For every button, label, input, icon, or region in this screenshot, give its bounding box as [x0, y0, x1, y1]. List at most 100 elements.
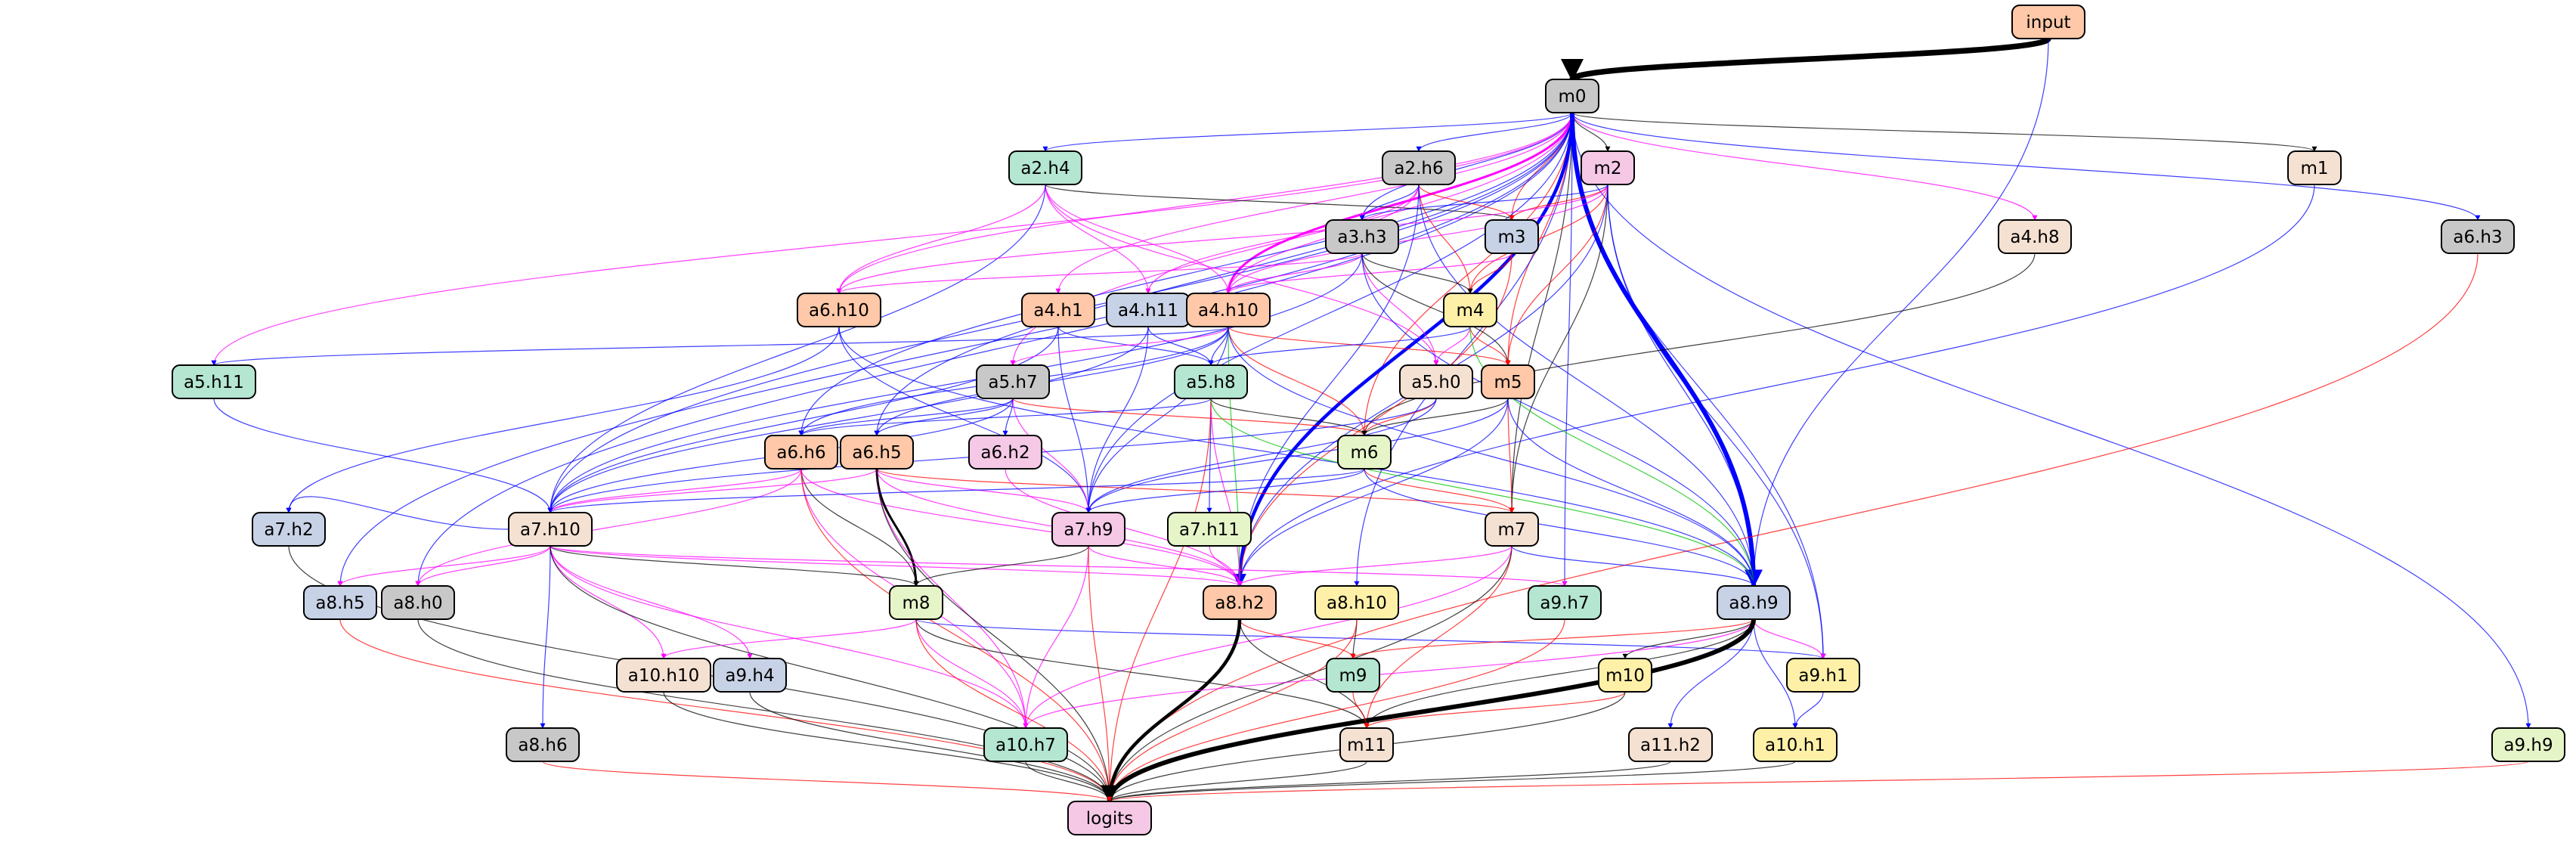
edge-a10-h1-to-logits	[1107, 761, 1796, 802]
node-m8[interactable]: m8	[889, 585, 943, 620]
node-box	[764, 435, 838, 470]
node-m5[interactable]: m5	[1481, 364, 1535, 399]
edge-m0-to-a8-h5	[337, 112, 1573, 587]
edge-a6-h10-to-a7-h2	[286, 326, 840, 513]
edge-m2-to-a4-h10	[1225, 184, 1608, 294]
node-a8-h0[interactable]: a8.h0	[381, 585, 455, 620]
edge-m8-to-a10-h10	[661, 618, 917, 659]
node-a4-h1[interactable]: a4.h1	[1021, 293, 1095, 327]
node-a10-h1[interactable]: a10.h1	[1753, 727, 1838, 762]
node-a4-h11[interactable]: a4.h11	[1106, 293, 1190, 327]
node-a8-h9[interactable]: a8.h9	[1717, 585, 1791, 620]
node-m4[interactable]: m4	[1443, 293, 1497, 327]
node-label: m6	[1350, 443, 1378, 463]
edge-a2-h4-to-a7-h10	[547, 184, 1046, 513]
edge-m0-to-a6-h6	[798, 112, 1573, 436]
node-a2-h4[interactable]: a2.h4	[1008, 150, 1082, 185]
edge-m4-to-a5-h8	[1208, 326, 1471, 366]
node-box	[1598, 658, 1652, 693]
node-input[interactable]: input	[2011, 5, 2085, 39]
node-a10-h7[interactable]: a10.h7	[983, 727, 1068, 762]
node-a9-h9[interactable]: a9.h9	[2491, 727, 2565, 762]
edge-a5-h8-to-a8-h9	[1210, 398, 1757, 587]
node-box	[1339, 727, 1394, 762]
node-a10-h10[interactable]: a10.h10	[616, 658, 711, 693]
node-label: input	[2026, 13, 2070, 33]
node-a6-h6[interactable]: a6.h6	[764, 435, 838, 470]
edge-m8-to-m11	[915, 618, 1370, 729]
node-a7-h10[interactable]: a7.h10	[508, 512, 593, 547]
node-label: m2	[1593, 159, 1621, 178]
edge-m7-to-logits	[1107, 545, 1512, 802]
nodes-layer: input m0 a2.h4 a2.h6 m2 m1 a4.h8 a6.h3 m3 a3.h3 a6…	[172, 5, 2565, 835]
node-box	[1382, 150, 1456, 185]
edge-a2-h6-to-m3	[1418, 184, 1515, 221]
edge-m0-to-a2-h6	[1416, 112, 1573, 152]
node-a2-h6[interactable]: a2.h6	[1382, 150, 1456, 185]
edge-a8-h2-to-m9	[1239, 618, 1356, 659]
node-m9[interactable]: m9	[1326, 658, 1380, 693]
node-box	[1545, 79, 1599, 113]
node-box	[976, 364, 1050, 399]
node-a9-h1[interactable]: a9.h1	[1786, 658, 1860, 693]
node-a5-h8[interactable]: a5.h8	[1174, 364, 1248, 399]
node-a6-h10[interactable]: a6.h10	[797, 293, 881, 327]
node-a8-h6[interactable]: a8.h6	[506, 727, 580, 762]
edge-a4-h10-to-a5-h11	[211, 326, 1229, 366]
node-a6-h3[interactable]: a6.h3	[2441, 219, 2515, 254]
node-a7-h2[interactable]: a7.h2	[252, 512, 326, 547]
edge-a5-h7-to-a6-h5	[874, 398, 1014, 436]
edge-m8-to-logits	[915, 618, 1113, 802]
node-m6[interactable]: m6	[1337, 435, 1392, 470]
node-m3[interactable]: m3	[1485, 219, 1539, 254]
node-a5-h0[interactable]: a5.h0	[1399, 364, 1473, 399]
node-box	[2011, 5, 2085, 39]
node-box	[1485, 512, 1539, 547]
node-a3-h3[interactable]: a3.h3	[1325, 219, 1399, 254]
node-label: m4	[1456, 301, 1484, 321]
node-box	[508, 512, 593, 547]
edge-m0-to-a9-h1	[1571, 112, 1826, 659]
node-label: a4.h1	[1033, 301, 1082, 321]
node-a11-h2[interactable]: a11.h2	[1628, 727, 1713, 762]
edge-m10-to-m11	[1364, 691, 1626, 729]
node-m7[interactable]: m7	[1485, 512, 1539, 547]
edge-a6-h5-to-m8	[875, 468, 919, 587]
node-a8-h10[interactable]: a8.h10	[1314, 585, 1399, 620]
node-m2[interactable]: m2	[1581, 150, 1635, 185]
node-label: a5.h0	[1411, 373, 1460, 392]
node-a4-h10[interactable]: a4.h10	[1186, 293, 1271, 327]
node-label: a8.h9	[1729, 594, 1778, 613]
node-box	[1753, 727, 1838, 762]
node-a7-h9[interactable]: a7.h9	[1051, 512, 1125, 547]
node-label: a8.h5	[315, 594, 364, 613]
node-label: a6.h10	[809, 301, 869, 321]
node-a5-h7[interactable]: a5.h7	[976, 364, 1050, 399]
edge-m0-to-a6-h10	[836, 112, 1573, 294]
node-a9-h4[interactable]: a9.h4	[713, 658, 787, 693]
node-a8-h2[interactable]: a8.h2	[1203, 585, 1277, 620]
node-box	[1186, 293, 1271, 327]
node-a6-h5[interactable]: a6.h5	[840, 435, 914, 470]
node-m0[interactable]: m0	[1545, 79, 1599, 113]
node-m10[interactable]: m10	[1598, 658, 1652, 693]
node-a6-h2[interactable]: a6.h2	[968, 435, 1042, 470]
edge-a4-h8-to-m6	[1361, 253, 2036, 436]
node-a5-h11[interactable]: a5.h11	[172, 364, 256, 399]
edge-a8-h5-to-logits	[339, 618, 1113, 802]
node-label: a6.h5	[852, 443, 901, 463]
node-m1[interactable]: m1	[2287, 150, 2342, 185]
edge-a2-h4-to-a4-h11	[1045, 184, 1151, 294]
node-a8-h5[interactable]: a8.h5	[303, 585, 377, 620]
node-label: m10	[1605, 666, 1645, 686]
node-logits[interactable]: logits	[1067, 801, 1152, 835]
node-label: a8.h2	[1215, 594, 1264, 613]
node-a9-h7[interactable]: a9.h7	[1528, 585, 1602, 620]
node-m11[interactable]: m11	[1339, 727, 1394, 762]
edge-a6-h5-to-m7	[876, 468, 1515, 513]
node-a4-h8[interactable]: a4.h8	[1998, 219, 2072, 254]
edge-a4-h10-to-m6	[1228, 326, 1367, 436]
node-a7-h11[interactable]: a7.h11	[1167, 512, 1252, 547]
edge-a6-h10-to-a8-h9	[838, 326, 1757, 587]
node-label: a9.h9	[2503, 736, 2553, 755]
